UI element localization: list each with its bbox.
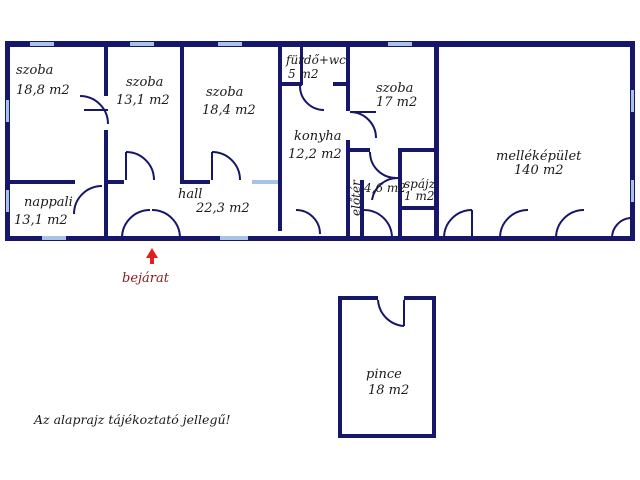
window	[30, 42, 54, 46]
window	[631, 90, 634, 112]
room-area-szoba-2: 13,1 m2	[116, 93, 170, 108]
outer-walls	[5, 41, 635, 241]
door	[369, 151, 397, 179]
door	[363, 209, 393, 239]
window	[252, 180, 278, 184]
room-name-nappali: nappali	[24, 195, 73, 210]
room-area-szoba-3: 18,4 m2	[202, 103, 256, 118]
room-name-spajz: spájz	[404, 177, 436, 191]
room-name-szoba-1: szoba	[16, 63, 53, 78]
door	[377, 299, 405, 327]
room-name-szoba-3: szoba	[206, 85, 243, 100]
disclaimer-note: Az alaprajz tájékoztató jellegű!	[33, 412, 231, 427]
room-area-pince: 18 m2	[368, 383, 409, 398]
window	[218, 42, 242, 46]
window	[6, 100, 9, 122]
windows	[6, 42, 634, 240]
window	[42, 236, 66, 240]
door	[555, 209, 585, 239]
door	[610, 217, 631, 239]
door	[73, 185, 103, 215]
room-area-mellekepulet: 140 m2	[514, 163, 564, 178]
room-area-szoba-4: 17 m2	[376, 95, 417, 110]
door	[349, 111, 377, 139]
window	[631, 180, 634, 202]
doors	[73, 85, 631, 239]
room-area-nappali: 13,1 m2	[14, 213, 68, 228]
door	[79, 95, 109, 125]
door	[125, 151, 155, 181]
room-name-szoba-2: szoba	[126, 75, 163, 90]
room-name-szoba-4: szoba	[376, 81, 413, 96]
window	[220, 236, 248, 240]
room-name-furdo: fürdő+wc	[285, 53, 346, 67]
interior-walls	[5, 41, 439, 241]
window	[130, 42, 154, 46]
entrance-arrow-icon	[146, 248, 158, 264]
door	[211, 151, 241, 181]
door	[443, 209, 473, 239]
door	[299, 85, 325, 111]
door	[295, 209, 321, 235]
door	[371, 176, 399, 201]
door	[151, 209, 181, 239]
room-name-konyha: konyha	[294, 129, 342, 144]
room-area-furdo: 5 m2	[288, 67, 318, 81]
room-area-szoba-1: 18,8 m2	[16, 83, 70, 98]
room-area-hall: 22,3 m2	[195, 201, 250, 216]
room-name-mellekepulet: melléképület	[496, 149, 582, 164]
window	[388, 42, 412, 46]
room-area-konyha: 12,2 m2	[288, 147, 342, 162]
room-area-eloter: 4,6 m2	[363, 181, 406, 195]
entrance-label: bejárat	[122, 271, 170, 286]
room-area-spajz: 1 m2	[404, 189, 434, 203]
room-name-pince: pince	[366, 367, 402, 382]
door	[121, 209, 151, 239]
room-name-eloter: előtér	[349, 179, 363, 216]
window	[6, 190, 9, 212]
cellar	[338, 296, 436, 438]
door	[499, 209, 529, 239]
room-name-hall: hall	[178, 187, 202, 202]
